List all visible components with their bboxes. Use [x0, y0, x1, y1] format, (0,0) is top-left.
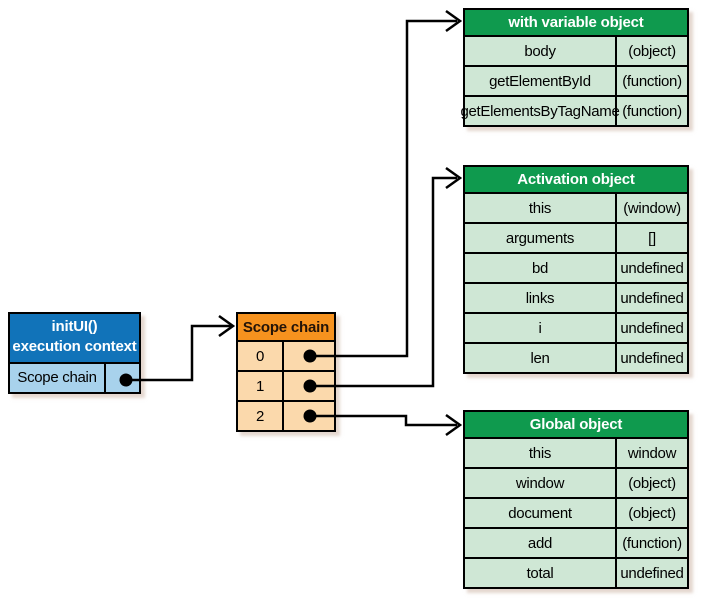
- row-name: body: [465, 37, 617, 65]
- row-name: i: [465, 314, 617, 342]
- row-value: (object): [628, 42, 676, 60]
- row-name: bd: [465, 254, 617, 282]
- row-value: undefined: [620, 564, 684, 582]
- row-name: arguments: [465, 224, 617, 252]
- row-value: (object): [628, 474, 676, 492]
- with-variable-object-title: with variable object: [465, 10, 687, 35]
- scope-slot-0-index: 0: [238, 342, 284, 370]
- row-value: undefined: [620, 259, 684, 277]
- activation-object-table: Activation object this (window) argument…: [463, 165, 689, 374]
- row-value: undefined: [620, 349, 684, 367]
- scope-slot-2-pointer-cell: [284, 402, 334, 430]
- scope-slot-1: 1: [238, 370, 334, 400]
- row-value: (function): [622, 102, 682, 120]
- table-row: getElementsByTagName (function): [460, 95, 687, 125]
- row-name: this: [465, 194, 617, 222]
- table-row: arguments []: [465, 222, 687, 252]
- row-value: undefined: [620, 289, 684, 307]
- scope-chain-pointer-cell: [106, 364, 139, 392]
- table-row: links undefined: [465, 282, 687, 312]
- table-row: this (window): [465, 192, 687, 222]
- row-value: (function): [622, 534, 682, 552]
- table-row: add (function): [465, 527, 687, 557]
- scope-chain-table-title: Scope chain: [238, 314, 334, 340]
- execution-context-scope-chain-row: Scope chain: [10, 361, 139, 392]
- row-name: this: [465, 439, 617, 467]
- table-row: document (object): [465, 497, 687, 527]
- row-value: (function): [622, 72, 682, 90]
- row-name: len: [465, 344, 617, 372]
- row-value: (object): [628, 504, 676, 522]
- table-row: body (object): [465, 35, 687, 65]
- row-value: []: [648, 229, 656, 247]
- table-row: bd undefined: [465, 252, 687, 282]
- scope-slot-0-pointer-cell: [284, 342, 334, 370]
- scope-chain-row-label: Scope chain: [10, 363, 106, 392]
- row-value: undefined: [620, 319, 684, 337]
- connector-line: [310, 19, 457, 358]
- with-variable-object-table: with variable object body (object) getEl…: [460, 8, 689, 127]
- scope-slot-2-index: 2: [238, 402, 284, 430]
- execution-context-title-line1: initUI(): [51, 318, 98, 335]
- table-row: getElementById (function): [465, 65, 687, 95]
- row-name: links: [465, 284, 617, 312]
- row-name: document: [465, 499, 617, 527]
- execution-context-box: initUI() execution context Scope chain: [8, 312, 141, 394]
- arrowhead-icon: [445, 166, 463, 190]
- execution-context-title: initUI() execution context: [10, 314, 139, 362]
- table-row: this window: [465, 437, 687, 467]
- table-row: window (object): [465, 467, 687, 497]
- connector-line: [126, 324, 231, 382]
- row-name: window: [465, 469, 617, 497]
- scope-slot-1-index: 1: [238, 372, 284, 400]
- global-object-table: Global object this window window (object…: [463, 410, 689, 589]
- arrowhead-icon: [445, 9, 463, 33]
- arrowhead-icon: [218, 314, 236, 338]
- row-value: window: [627, 444, 677, 462]
- scope-slot-0: 0: [238, 340, 334, 370]
- row-name: total: [465, 559, 617, 587]
- row-name: add: [465, 529, 617, 557]
- global-object-title: Global object: [465, 412, 687, 437]
- activation-object-title: Activation object: [465, 167, 687, 192]
- table-row: len undefined: [465, 342, 687, 372]
- execution-context-title-line2: execution context: [12, 338, 137, 356]
- table-row: i undefined: [465, 312, 687, 342]
- scope-slot-1-pointer-cell: [284, 372, 334, 400]
- arrowhead-icon: [445, 413, 463, 437]
- scope-slot-2: 2: [238, 400, 334, 430]
- row-name: getElementsByTagName: [460, 97, 620, 125]
- row-name: getElementById: [465, 67, 617, 95]
- row-value: (window): [623, 199, 681, 217]
- scope-chain-table: Scope chain 0 1 2: [236, 312, 336, 432]
- table-row: total undefined: [465, 557, 687, 587]
